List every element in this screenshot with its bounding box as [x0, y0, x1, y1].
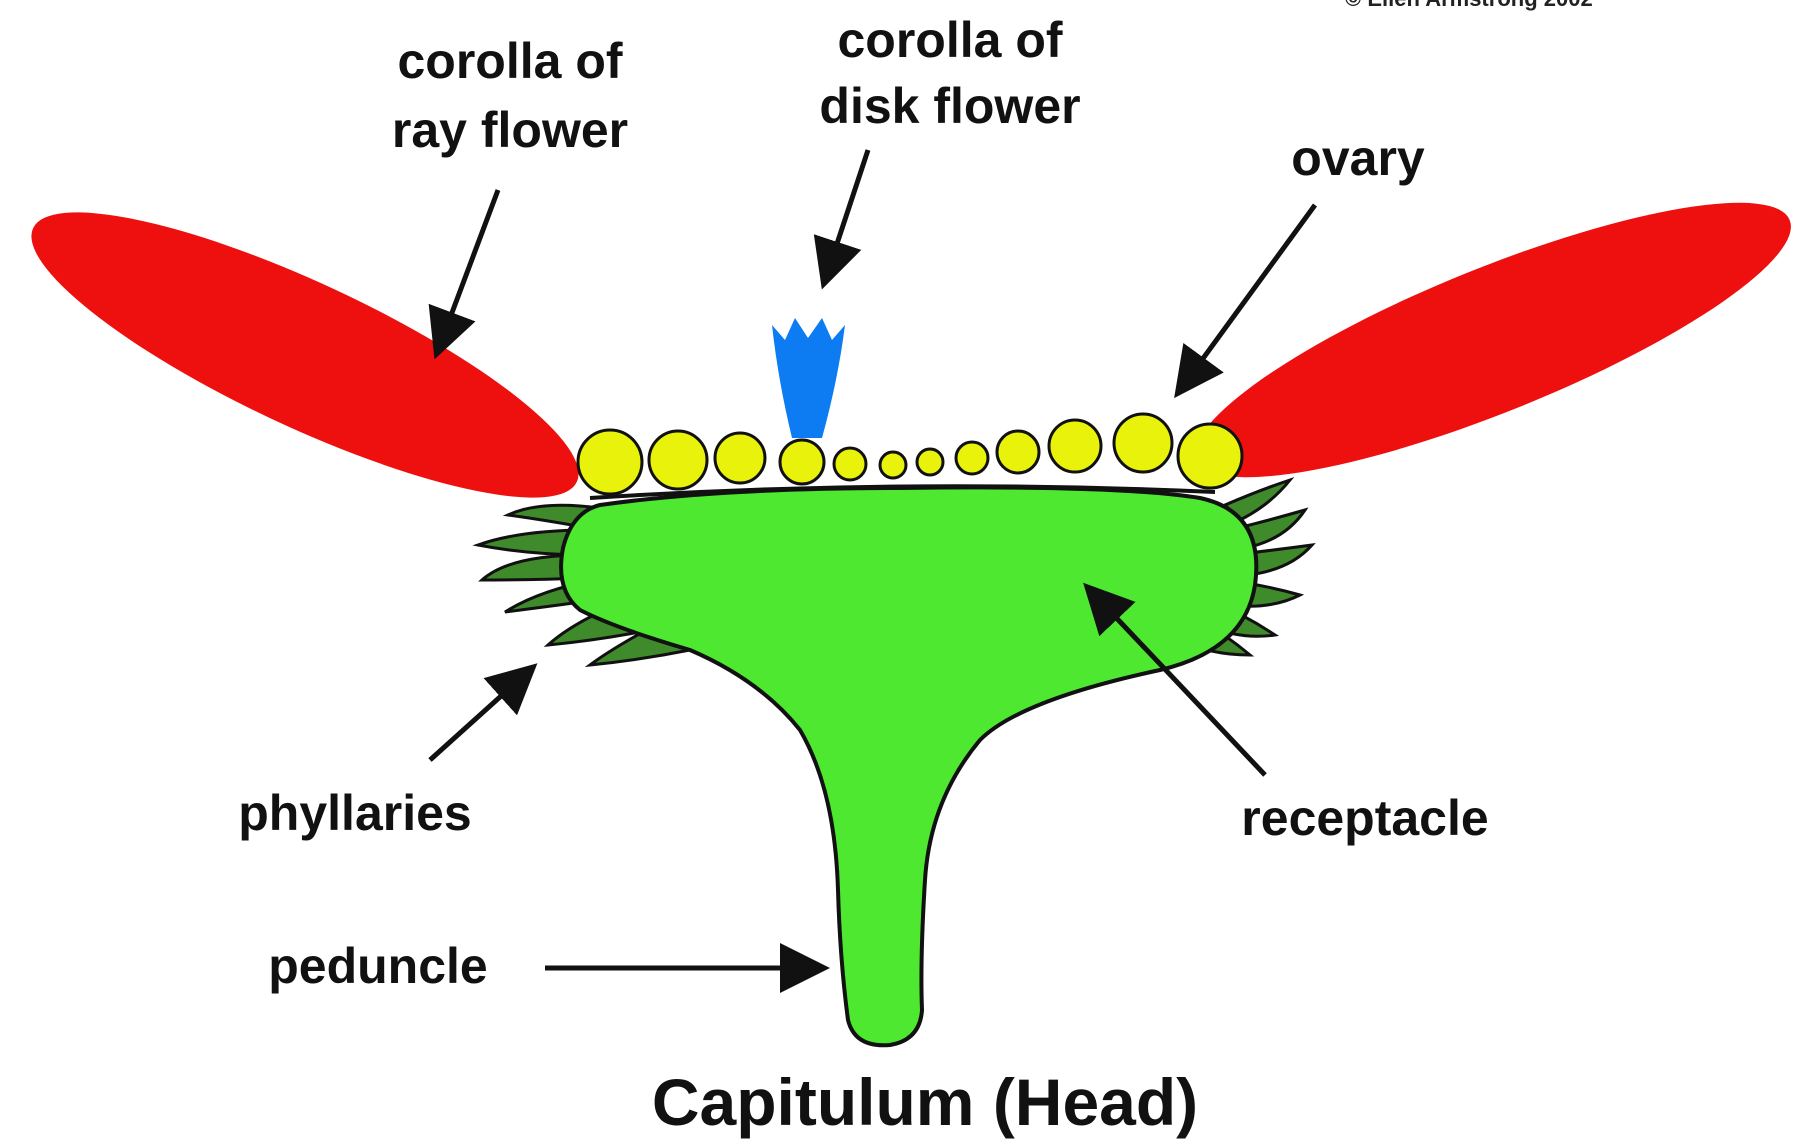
arrow-phyllaries [430, 670, 530, 760]
label-corolla-ray-2: ray flower [392, 102, 628, 158]
ray-corolla-right [1169, 153, 1812, 526]
receptacle-shape [561, 487, 1256, 1045]
label-corolla-ray-1: corolla of [397, 33, 622, 89]
ray-corolla-left [3, 163, 608, 547]
diagram-title: Capitulum (Head) [652, 1065, 1198, 1139]
arrow-disk-corolla [825, 150, 868, 280]
label-corolla-disk-1: corolla of [837, 12, 1062, 68]
ovaries [578, 414, 1242, 494]
disk-corolla [772, 318, 845, 438]
arrow-ray-corolla [438, 190, 498, 350]
label-corolla-disk-2: disk flower [819, 78, 1080, 134]
label-peduncle: peduncle [268, 938, 487, 994]
label-phyllaries: phyllaries [238, 785, 471, 841]
copyright-text: © Ellen Armstrong 2002 [1345, 0, 1593, 11]
label-ovary: ovary [1291, 130, 1425, 186]
label-receptacle: receptacle [1241, 790, 1488, 846]
